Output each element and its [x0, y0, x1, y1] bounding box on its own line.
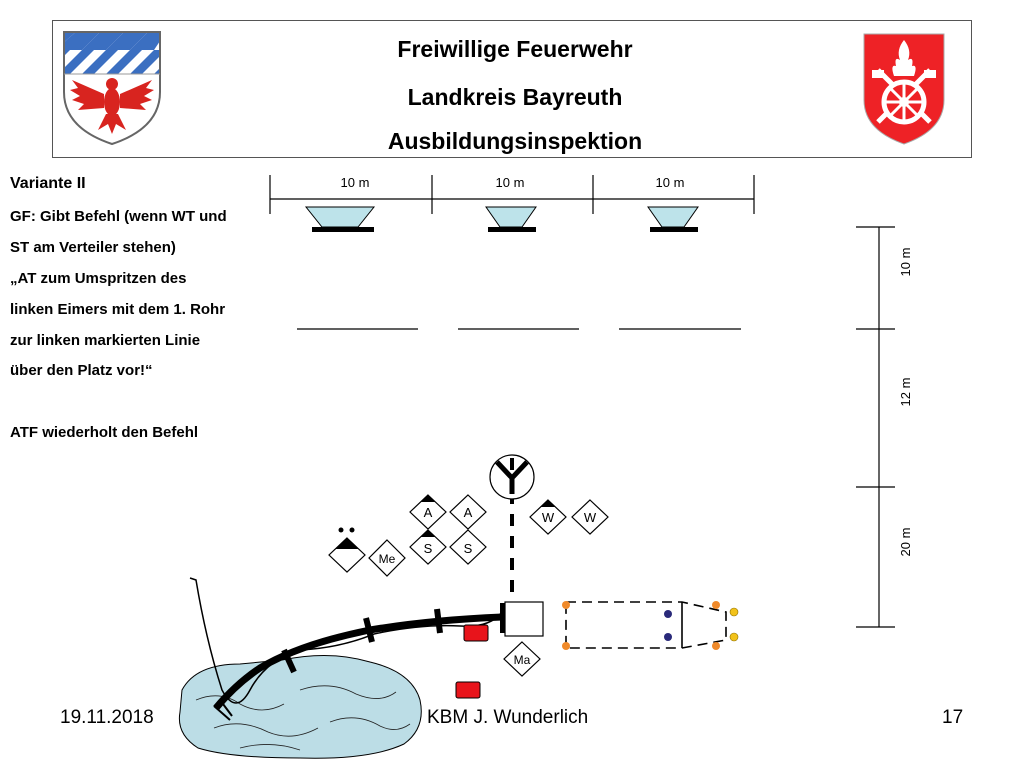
crew-symbol-label: Me	[379, 552, 396, 566]
cone-markers	[562, 601, 739, 650]
top-distance-label: 10 m	[341, 175, 370, 190]
water-troop-man-icon: W	[571, 499, 609, 535]
bucket-icon	[647, 206, 699, 232]
top-dimension-line	[269, 175, 755, 214]
repeat-instruction: ATF wiederholt den Befehl	[10, 424, 199, 441]
district-coat-of-arms	[63, 31, 161, 146]
hose-troop-leader-icon: S	[409, 529, 447, 565]
group-leader-icon	[328, 527, 366, 573]
header-frame	[52, 20, 972, 158]
attack-troop-man-icon: A	[449, 494, 487, 530]
supply-hose	[213, 613, 503, 711]
crew-symbol-label: A	[424, 505, 433, 520]
fire-brigade-emblem-icon	[863, 33, 945, 145]
pond-texture	[195, 685, 411, 751]
instruction-line: linken Eimers mit dem 1. Rohr	[10, 301, 226, 318]
side-distance-label: 20 m	[898, 528, 913, 557]
top-distance-label: 10 m	[496, 175, 525, 190]
fire-vehicle-outline	[565, 601, 727, 649]
hose-troop-man-icon: S	[449, 529, 487, 565]
attack-troop-leader-icon: A	[409, 494, 447, 530]
bucket-icon	[485, 206, 537, 232]
crew-symbol-label: W	[542, 510, 555, 525]
instruction-line: „AT zum Umspritzen des	[10, 270, 187, 287]
distributor-icon	[489, 454, 535, 500]
crew-symbol-label: S	[464, 541, 473, 556]
footer-author: KBM J. Wunderlich	[427, 707, 589, 728]
footer-date: 19.11.2018	[60, 707, 154, 728]
crew-symbol-label: Ma	[514, 653, 531, 667]
footer-page-number: 17	[942, 707, 964, 728]
side-distance-label: 10 m	[898, 248, 913, 277]
side-dimension-line	[856, 226, 895, 628]
side-distance-label: 12 m	[898, 378, 913, 407]
machinist-icon: Ma	[503, 641, 541, 677]
crew-symbol-label: S	[424, 541, 433, 556]
messenger-icon: Me	[368, 539, 406, 577]
instruction-line: über den Platz vor!“	[10, 362, 153, 379]
top-distance-label: 10 m	[656, 175, 685, 190]
instruction-line: ST am Verteiler stehen)	[10, 239, 176, 256]
hose-coupling-icon	[281, 608, 443, 674]
pump-connector	[500, 603, 506, 633]
header-title: Freiwillige Feuerwehr	[397, 36, 633, 62]
fire-pump-icon	[504, 601, 544, 637]
header-subtitle: Landkreis Bayreuth	[407, 84, 623, 110]
water-troop-leader-icon: W	[529, 499, 567, 535]
variant-title: Variante II	[10, 175, 86, 192]
crew-symbol-label: W	[584, 510, 597, 525]
red-marker	[455, 681, 481, 699]
bucket-icon	[304, 206, 376, 232]
instruction-line: GF: Gibt Befehl (wenn WT und	[10, 208, 227, 225]
crew-symbol-label: A	[464, 505, 473, 520]
red-marker	[463, 624, 489, 642]
header-department: Ausbildungsinspektion	[387, 128, 643, 154]
instruction-line: zur linken markierten Linie	[10, 332, 201, 349]
